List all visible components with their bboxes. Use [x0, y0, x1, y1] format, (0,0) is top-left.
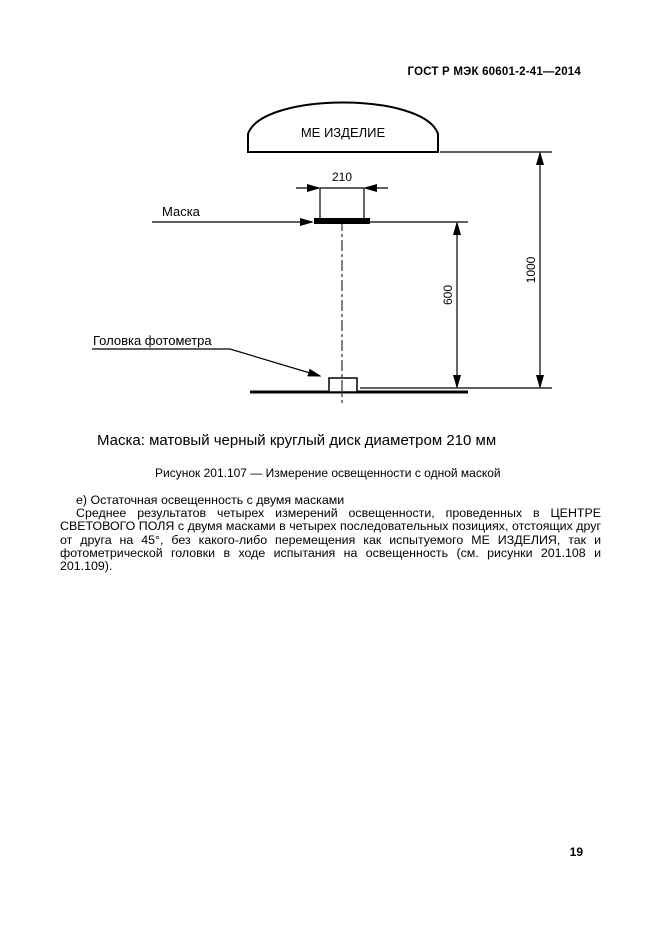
dim-600-label: 600	[441, 285, 455, 305]
photometer-label: Головка фотометра	[93, 333, 212, 348]
dim-210-label: 210	[332, 170, 352, 184]
figure-caption: Рисунок 201.107 — Измерение освещенности…	[155, 466, 501, 480]
photometer-head	[328, 377, 358, 393]
dim-1000-label: 1000	[524, 256, 538, 283]
figure-diagram: МЕ ИЗДЕЛИЕ 210 Маска 600 1000	[92, 101, 552, 403]
page-number: 19	[569, 845, 583, 859]
me-product-label: МЕ ИЗДЕЛИЕ	[301, 125, 386, 140]
mask-label: Маска	[162, 204, 201, 219]
dimension-1000	[360, 151, 552, 389]
me-product-shape	[247, 101, 439, 153]
dimension-210	[296, 188, 388, 218]
list-item-e: е) Остаточная освещенность с двумя маска…	[76, 493, 345, 507]
document-header-title: ГОСТ Р МЭК 60601-2-41—2014	[407, 66, 581, 78]
mask-note: Маска: матовый черный круглый диск диаме…	[97, 432, 497, 449]
body-text: е) Остаточная освещенность с двумя маска…	[60, 493, 601, 574]
photometer-leader-line	[92, 348, 320, 377]
body-paragraph: Среднее результатов четырех измерений ос…	[60, 506, 601, 574]
